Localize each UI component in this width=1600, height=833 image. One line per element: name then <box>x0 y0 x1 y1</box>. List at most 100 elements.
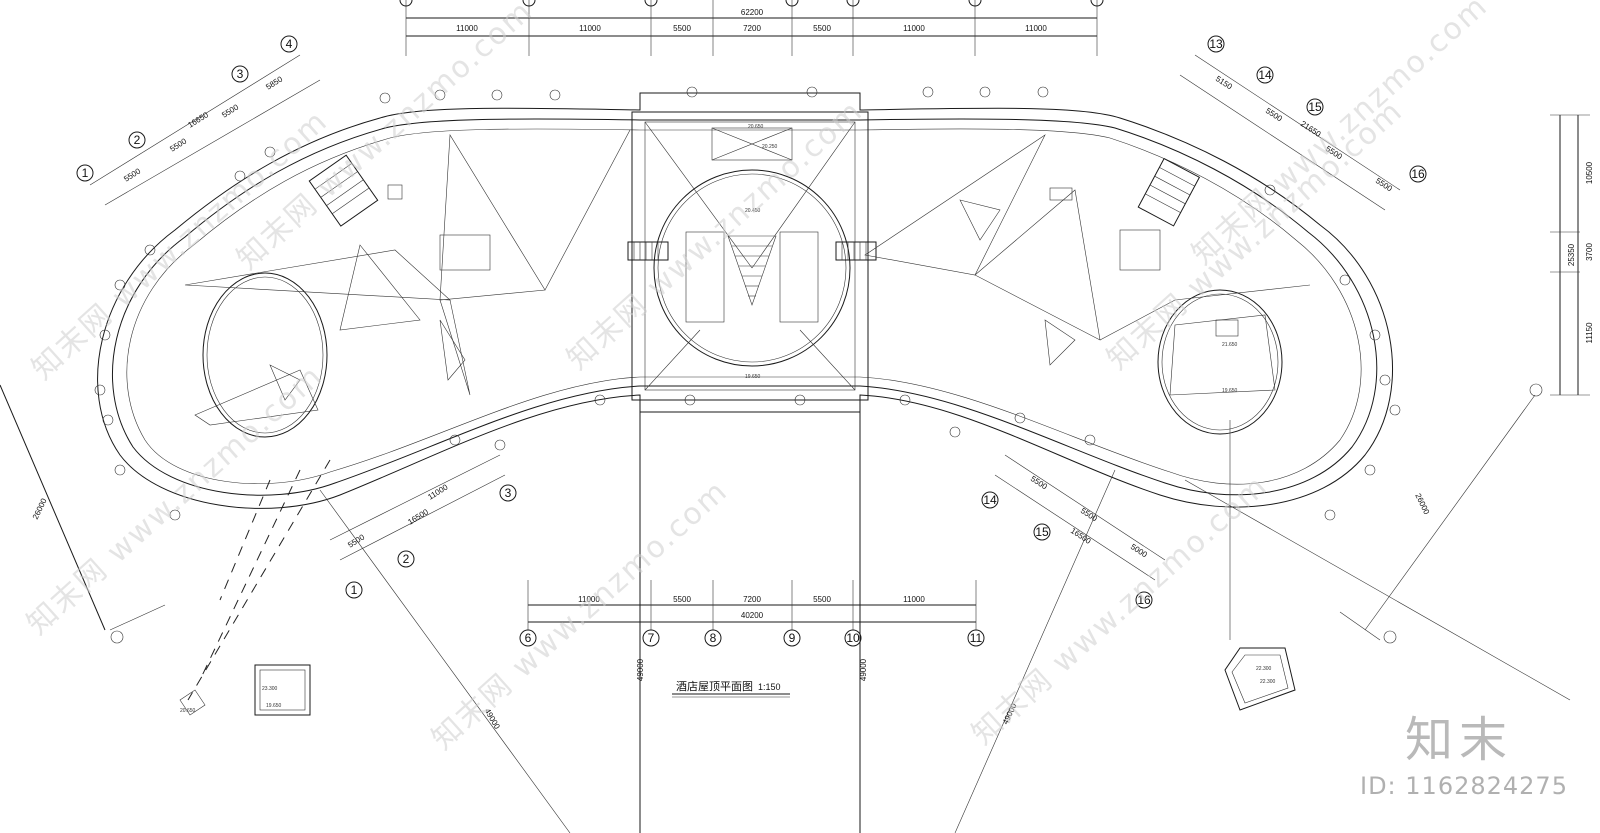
elev-3: 20.450 <box>745 208 761 214</box>
top-dim-3: 5500 <box>673 24 691 33</box>
right-lower-dim-2: 5500 <box>1079 506 1099 524</box>
left-lower-axes: 1 2 3 5500 16500 11000 <box>329 454 517 599</box>
radial-dim-4: 49000 <box>859 658 868 681</box>
top-overall-dim: 62200 <box>741 8 764 17</box>
callout-tag <box>1364 464 1376 476</box>
callout-tag <box>794 394 806 406</box>
callout-tag <box>144 244 156 256</box>
callout-tag <box>169 509 181 521</box>
left-lower-axis-1: 1 <box>351 583 358 597</box>
top-dim-1: 11000 <box>456 24 478 33</box>
elev-6: 19.650 <box>1222 388 1238 394</box>
right-dim-5: 21650 <box>1299 119 1323 139</box>
callout-tag <box>949 426 961 438</box>
top-dim-2: 11000 <box>579 24 601 33</box>
bottom-dim-5: 11000 <box>903 595 925 604</box>
right-axis-14: 14 <box>1258 68 1272 82</box>
left-dim-4: 5850 <box>264 74 284 91</box>
callout-tag <box>806 86 818 98</box>
elev-right-box-2: 22.300 <box>1260 679 1276 685</box>
callout-tag <box>1324 509 1336 521</box>
bottom-dimension-chain: 11000 5500 7200 5500 11000 40200 6 7 8 9… <box>519 580 985 647</box>
right-wing-upper-axes: 13 14 15 16 5150 5500 5500 5500 21650 <box>1179 35 1427 211</box>
elev-4: 20.650 <box>748 124 764 130</box>
bottom-overall-dim: 40200 <box>741 611 764 620</box>
building-outline <box>97 92 1393 833</box>
callout-tag <box>379 92 391 104</box>
left-axis-4: 4 <box>286 37 293 51</box>
top-dim-6: 11000 <box>903 24 925 33</box>
bottom-axis-9: 9 <box>789 631 796 645</box>
callout-tag <box>94 384 106 396</box>
right-axis-15: 15 <box>1308 100 1322 114</box>
top-dim-5: 5500 <box>813 24 831 33</box>
elev-2: 20.250 <box>762 144 778 150</box>
detail-box-right: 22.300 22.300 <box>1224 647 1296 711</box>
left-lower-axis-3: 3 <box>505 486 512 500</box>
elev-left-box-2: 19.650 <box>266 703 282 709</box>
callout-tag <box>1369 329 1381 341</box>
left-dim-1: 5500 <box>122 166 142 183</box>
right-lower-dim-4: 5000 <box>1129 542 1149 560</box>
radial-dim-2: 26000 <box>1413 492 1431 516</box>
radial-dim-6: 49000 <box>1001 701 1019 725</box>
callout-tag <box>1037 86 1049 98</box>
bottom-axis-6: 6 <box>525 631 532 645</box>
callout-tag <box>264 146 276 158</box>
callout-tag <box>449 434 461 446</box>
right-dim-4: 5500 <box>1374 176 1394 194</box>
callout-tag <box>594 394 606 406</box>
bottom-axis-10: 10 <box>846 631 860 645</box>
left-axis-3: 3 <box>237 67 244 81</box>
left-lower-dim-3: 11000 <box>426 482 450 501</box>
callout-tag <box>1264 184 1276 196</box>
left-lower-dim-2: 16500 <box>406 507 430 527</box>
radial-dim-5: 49000 <box>483 707 502 731</box>
left-wing <box>184 129 631 438</box>
left-dim-2: 5500 <box>168 136 188 153</box>
right-lower-axes: 14 15 16 5500 5500 16500 5000 <box>981 454 1166 609</box>
left-axis-1: 1 <box>82 166 89 180</box>
bottom-dim-1: 11000 <box>578 595 600 604</box>
right-side-dim-3: 11150 <box>1585 322 1594 344</box>
left-lower-axis-2: 2 <box>403 552 410 566</box>
bottom-dim-2: 5500 <box>673 595 691 604</box>
radial-grid-lines: 26000 26000 49000 49000 49000 49000 <box>0 383 1571 833</box>
elev-1: 19.650 <box>745 374 761 380</box>
right-dim-1: 5150 <box>1214 74 1234 92</box>
radial-dim-1: 26000 <box>31 496 49 520</box>
drawing-title-text: 酒店屋顶平面图 <box>676 679 753 693</box>
right-side-dim-1: 10500 <box>1585 161 1594 184</box>
callout-tag <box>114 279 126 291</box>
right-dim-3: 5500 <box>1324 144 1344 162</box>
top-dimension-chain: 62200 11000 11000 5500 7200 5500 11000 1… <box>399 0 1104 56</box>
right-lower-axis-15: 15 <box>1035 525 1049 539</box>
elevation-markers: 19.650 20.250 20.450 20.650 21.650 19.65… <box>180 124 1238 714</box>
callout-tag <box>1379 374 1391 386</box>
bottom-dim-4: 5500 <box>813 595 831 604</box>
right-axis-16: 16 <box>1411 167 1425 181</box>
drawing-scale-text: 1:150 <box>758 682 781 692</box>
detail-box-left: 23.300 19.650 <box>179 664 311 716</box>
radial-dim-3: 49000 <box>636 658 645 681</box>
drawing-title: 酒店屋顶平面图 1:150 <box>672 679 790 698</box>
right-side-dimensions: 10500 3700 11150 25350 <box>1550 114 1594 396</box>
watermark-id: ID: 1162824275 <box>1360 772 1568 800</box>
elev-right-box-1: 22.300 <box>1256 666 1272 672</box>
right-lower-axis-16: 16 <box>1137 593 1151 607</box>
callout-tag <box>686 86 698 98</box>
callout-tag <box>979 86 991 98</box>
left-lower-dim-1: 5500 <box>346 532 366 549</box>
callout-tag <box>491 89 503 101</box>
callout-tag <box>494 439 506 451</box>
callout-tag <box>1084 434 1096 446</box>
right-lower-axis-14: 14 <box>983 493 997 507</box>
right-dim-2: 5500 <box>1264 106 1284 124</box>
left-dim-5: 16650 <box>186 110 210 130</box>
perimeter-tags <box>94 86 1401 521</box>
right-lower-dim-1: 5500 <box>1029 474 1049 492</box>
callout-tag <box>549 89 561 101</box>
right-wing <box>864 134 1311 435</box>
callout-tag <box>922 86 934 98</box>
